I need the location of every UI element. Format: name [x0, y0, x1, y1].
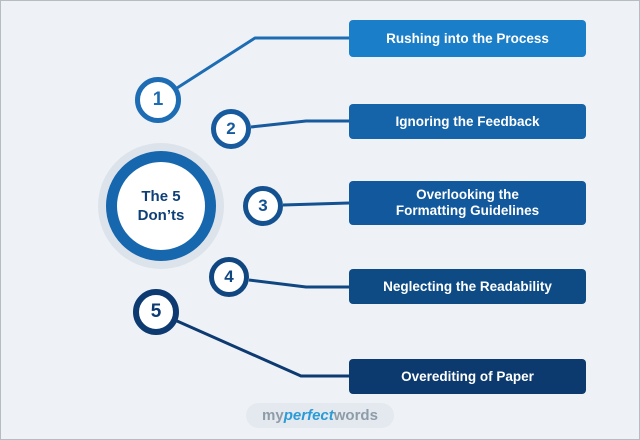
step-number-4: 4 [224, 267, 234, 286]
connector-5 [176, 319, 349, 378]
connector-4 [248, 278, 349, 289]
step-label-3: Overlooking the Formatting Guidelines [395, 187, 540, 218]
connector-1 [176, 36, 349, 90]
step-number-2: 2 [226, 119, 236, 138]
logo-my: my [262, 407, 284, 424]
step-circle-2: 2 [211, 109, 251, 149]
step-label-box-1: Rushing into the Process [349, 20, 586, 57]
logo-words: words [333, 407, 378, 424]
step-circle-5: 5 [133, 289, 179, 335]
step-label-box-5: Overediting of Paper [349, 359, 586, 394]
step-circle-4: 4 [209, 257, 249, 297]
step-label-box-4: Neglecting the Readability [349, 269, 586, 304]
step-circle-1: 1 [135, 77, 181, 123]
step-label-2: Ignoring the Feedback [395, 113, 540, 129]
center-title-line1: The 5 [141, 188, 181, 205]
center-title: The 5 Don’ts [138, 187, 185, 225]
step-label-4: Neglecting the Readability [383, 278, 552, 294]
step-label-5: Overediting of Paper [401, 368, 534, 384]
logo-perfect: perfect [283, 407, 334, 424]
step-number-5: 5 [150, 301, 162, 322]
step-circle-3: 3 [243, 186, 283, 226]
center-title-line2: Don’ts [137, 207, 185, 224]
step-label-box-3: Overlooking the Formatting Guidelines [349, 181, 586, 225]
connector-2 [250, 119, 349, 129]
center-circle: The 5 Don’ts [106, 151, 216, 261]
myperfectwords-logo: myperfectwords [246, 403, 394, 428]
step-number-1: 1 [152, 89, 164, 110]
step-number-3: 3 [258, 196, 268, 215]
step-label-box-2: Ignoring the Feedback [349, 104, 586, 139]
connector-3 [282, 201, 350, 207]
step-label-1: Rushing into the Process [386, 30, 549, 46]
